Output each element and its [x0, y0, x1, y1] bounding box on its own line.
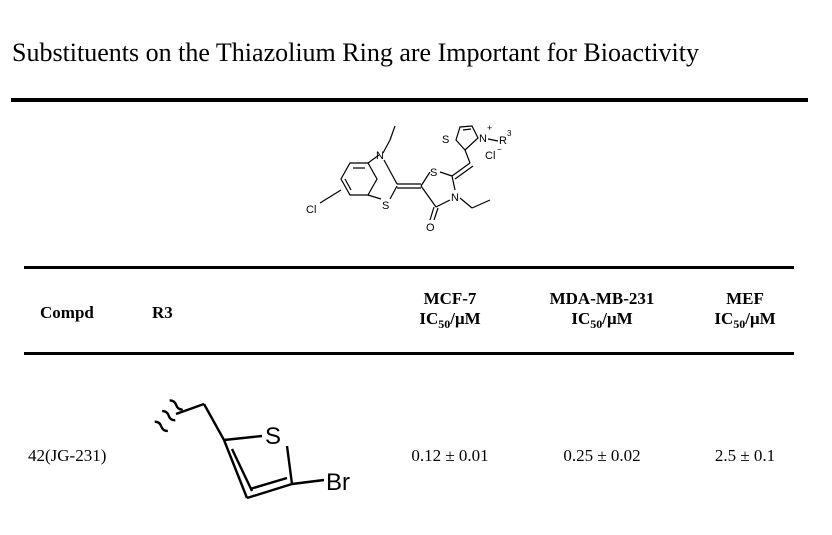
atom-r3-sup: 3 — [507, 129, 512, 138]
table-header-rule — [24, 352, 794, 355]
header-mef-unit: IC50/μM — [714, 309, 776, 331]
row-mdamb231-value: 0.25 ± 0.02 — [563, 446, 641, 465]
r3-atom-s: S — [265, 423, 281, 450]
atom-s-benzo: S — [382, 200, 389, 212]
r3-atom-br: Br — [326, 469, 350, 496]
atom-s-thiazolium: S — [442, 134, 449, 146]
header-mcf7-name: MCF-7 — [423, 289, 477, 308]
header-mef-name: MEF — [726, 289, 764, 308]
atom-plus: + — [487, 123, 492, 133]
row-compd: 42(JG-231) — [28, 446, 107, 465]
atom-chloride: Cl — [485, 150, 495, 162]
title-rule — [11, 98, 808, 102]
atom-cl: Cl — [306, 204, 316, 216]
header-compd: Compd — [40, 303, 94, 322]
header-mcf7-unit: IC50/μM — [419, 309, 481, 331]
atom-r3: R — [499, 135, 507, 147]
header-mef: MEF IC50/μM — [700, 289, 790, 332]
header-mcf7: MCF-7 IC50/μM — [395, 289, 505, 332]
row-mcf7-value: 0.12 ± 0.01 — [411, 446, 489, 465]
atom-n-plus: N — [479, 133, 487, 145]
header-mdamb231-name: MDA-MB-231 — [549, 289, 655, 308]
header-r3: R3 — [152, 303, 173, 322]
atom-s-thiazolidinone: S — [430, 167, 437, 179]
atom-o: O — [426, 222, 435, 234]
atom-n-methyl: N — [376, 150, 384, 162]
row-mef-value: 2.5 ± 0.1 — [714, 446, 776, 465]
atom-chloride-sup: − — [497, 145, 502, 154]
slide-title: Substituents on the Thiazolium Ring are … — [12, 38, 699, 67]
header-mdamb231: MDA-MB-231 IC50/μM — [532, 289, 672, 332]
atom-n-ethyl: N — [451, 192, 459, 204]
table-top-rule — [24, 266, 794, 269]
header-mdamb231-unit: IC50/μM — [571, 309, 633, 331]
